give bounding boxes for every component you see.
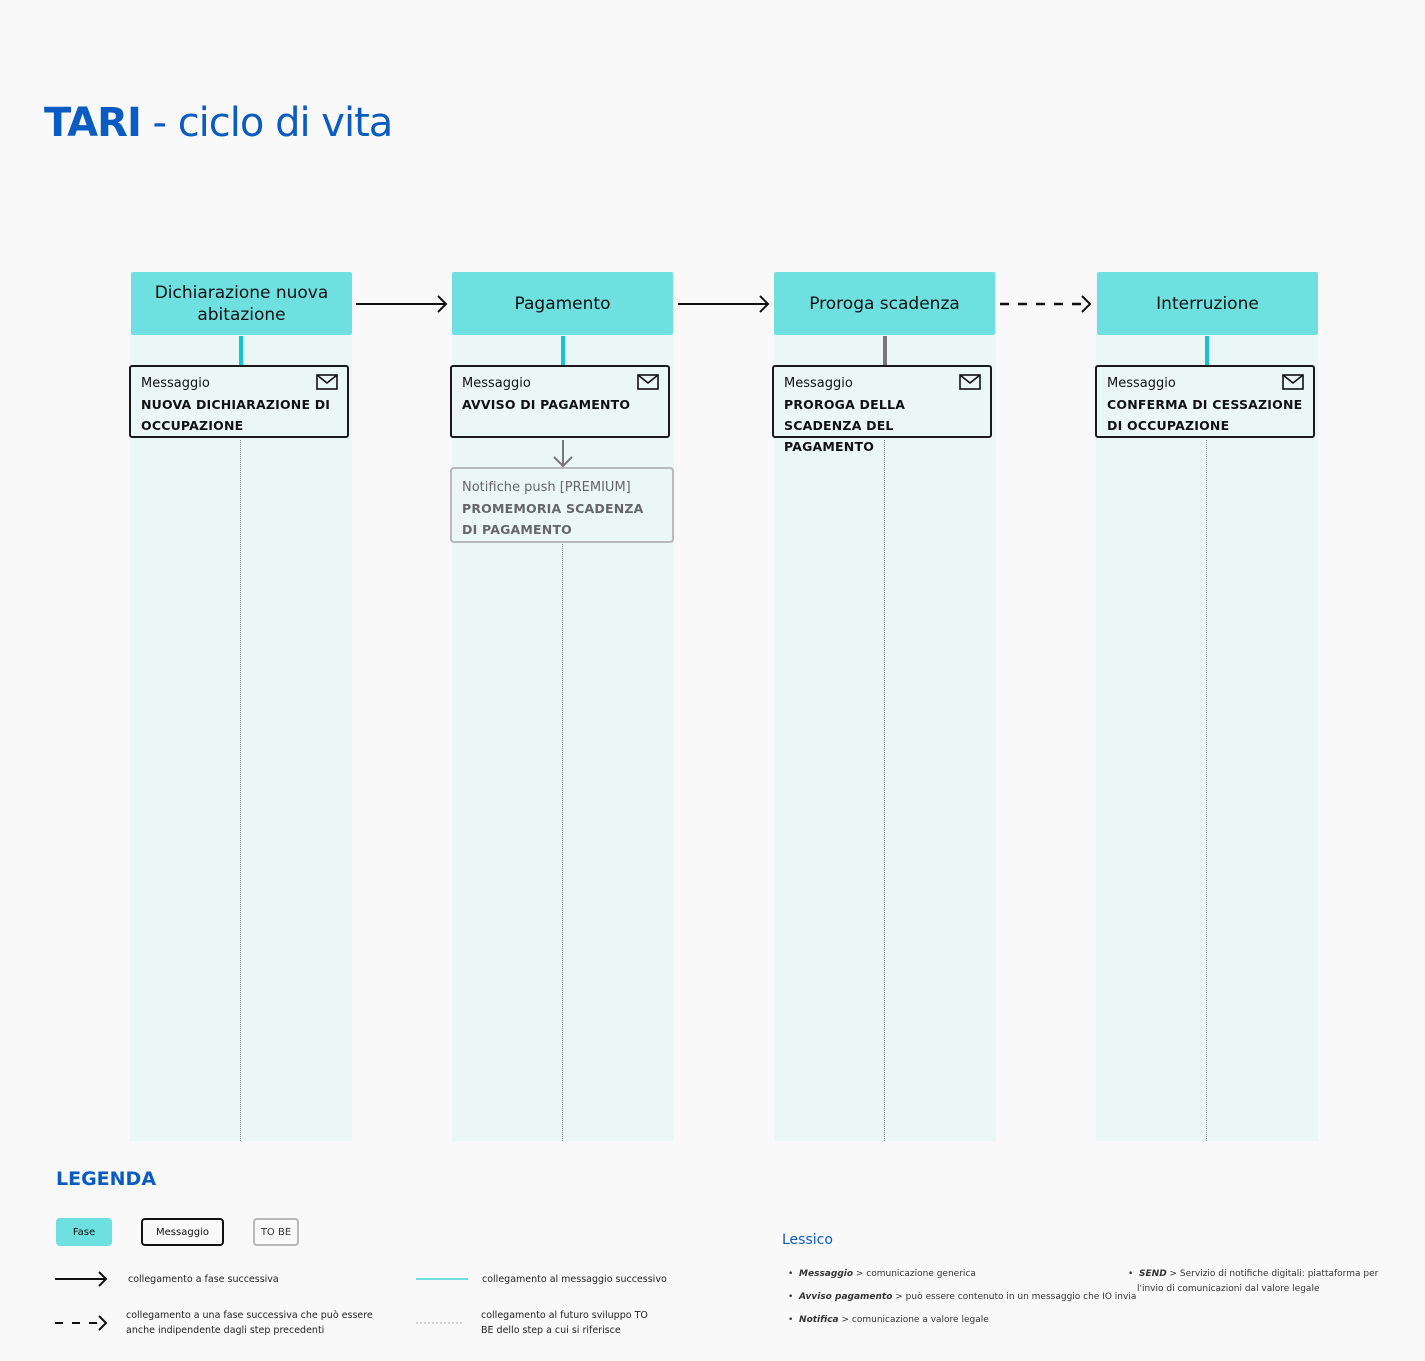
message-connector (239, 336, 243, 365)
phase-interruzione: Interruzione (1097, 272, 1318, 335)
legend-dashed-arrow (55, 1315, 108, 1331)
tobe-down-arrow (553, 440, 573, 468)
message-kind: Messaggio (462, 376, 531, 391)
legend-dashed-arrow-text: collegamento a una fase successiva che p… (126, 1310, 373, 1336)
tobe-dotted-line (884, 440, 885, 1141)
message-box: Messaggio PROROGA DELLA SCADENZA DEL PAG… (772, 365, 992, 454)
message-box: Messaggio NUOVA DICHIARAZIONE DI OCCUPAZ… (129, 365, 349, 438)
mail-icon (316, 374, 338, 390)
phase-pagamento: Pagamento (452, 272, 673, 335)
legend-teal-line (416, 1278, 468, 1280)
message-text: AVVISO DI PAGAMENTO (462, 397, 631, 412)
lessico-term: Avviso pagamento (799, 1292, 893, 1302)
tobe-box: Notifiche push [PREMIUM] PROMEMORIA SCAD… (450, 467, 674, 543)
lessico-def: > può essere contenuto in un messaggio c… (892, 1292, 1137, 1302)
phase-dichiarazione: Dichiarazione nuova abitazione (131, 272, 352, 335)
lessico-def: > comunicazione generica (853, 1269, 976, 1279)
phase-label: Dichiarazione nuova abitazione (154, 282, 329, 325)
legend-title: LEGENDA (56, 1168, 157, 1190)
message-kind: Messaggio (784, 376, 853, 391)
phase-proroga: Proroga scadenza (774, 272, 995, 335)
legend-tobe-box: TO BE (253, 1218, 299, 1246)
message-connector (883, 336, 887, 365)
lessico-term: Messaggio (799, 1269, 854, 1279)
lessico-title: Lessico (782, 1232, 833, 1248)
tobe-dotted-line (1206, 440, 1207, 1141)
phase-label: Pagamento (514, 293, 611, 314)
mail-icon (959, 374, 981, 390)
next-phase-arrow (678, 295, 770, 313)
tobe-kind: Notifiche push [PREMIUM] (462, 480, 631, 495)
independent-phase-arrow (1000, 295, 1092, 313)
page-title: TARI - ciclo di vita (44, 100, 394, 146)
mail-icon (1282, 374, 1304, 390)
message-text: NUOVA DICHIARAZIONE DI OCCUPAZIONE (141, 397, 331, 433)
legend-solid-arrow (55, 1271, 108, 1287)
message-kind: Messaggio (141, 376, 210, 391)
legend-dotted-line (416, 1322, 464, 1324)
lessico-item: • Messaggio > comunicazione generica (788, 1269, 976, 1279)
tobe-dotted-line (240, 440, 241, 1141)
lessico-item: • Notifica > comunicazione a valore lega… (788, 1315, 989, 1325)
lessico-def: > Servizio di notifiche digitali: piatta… (1137, 1269, 1379, 1294)
next-phase-arrow (356, 295, 448, 313)
legend-dotted-line-text: collegamento al futuro sviluppo TO BE de… (481, 1310, 648, 1336)
title-bold: TARI (44, 100, 142, 146)
lessico-def: > comunicazione a valore legale (838, 1315, 989, 1325)
message-text: CONFERMA DI CESSAZIONE DI OCCUPAZIONE (1107, 397, 1303, 433)
message-box: Messaggio AVVISO DI PAGAMENTO (450, 365, 670, 438)
phase-label: Proroga scadenza (809, 293, 960, 314)
title-rest: - ciclo di vita (140, 100, 394, 146)
mail-icon (637, 374, 659, 390)
legend-teal-line-text: collegamento al messaggio successivo (482, 1274, 667, 1285)
phase-label: Interruzione (1156, 293, 1259, 314)
message-text: PROROGA DELLA SCADENZA DEL PAGAMENTO (784, 397, 906, 454)
legend-messaggio-box: Messaggio (141, 1218, 224, 1246)
tobe-dotted-line (562, 440, 563, 1141)
lessico-term: SEND (1139, 1269, 1167, 1279)
legend-fase-box: Fase (56, 1218, 112, 1246)
message-connector (561, 336, 565, 365)
tobe-text: PROMEMORIA SCADENZA DI PAGAMENTO (462, 501, 644, 537)
legend-solid-arrow-text: collegamento a fase successiva (128, 1274, 279, 1285)
message-box: Messaggio CONFERMA DI CESSAZIONE DI OCCU… (1095, 365, 1315, 438)
lessico-term: Notifica (799, 1315, 839, 1325)
lessico-item: • SEND > Servizio di notifiche digitali:… (1128, 1269, 1379, 1294)
message-connector (1205, 336, 1209, 365)
message-kind: Messaggio (1107, 376, 1176, 391)
lessico-item: • Avviso pagamento > può essere contenut… (788, 1292, 1137, 1302)
